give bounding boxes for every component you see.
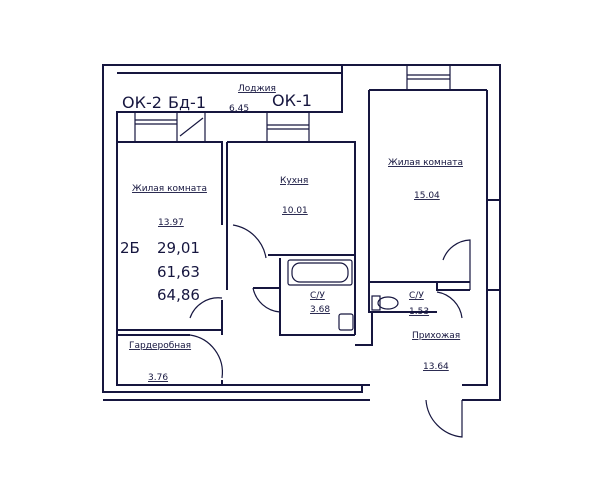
living-room-2-area: 15.04 <box>414 191 440 201</box>
window-label-ok1: ОК-1 <box>272 91 312 110</box>
wardrobe-label: Гардеробная <box>129 341 191 351</box>
kitchen-area: 10.01 <box>282 206 308 216</box>
bathroom-2-label: С/У <box>409 291 424 301</box>
hallway-label: Прихожая <box>412 331 460 341</box>
walls <box>102 64 501 401</box>
total-area: 61,63 <box>157 263 200 281</box>
living-room-1-area: 13.97 <box>158 218 184 228</box>
bathroom-1-area: 3.68 <box>310 305 330 315</box>
loggia-area: 6.45 <box>229 104 249 114</box>
wardrobe-area: 3.76 <box>148 373 168 383</box>
living-room-2-label: Жилая комната <box>388 158 463 168</box>
living-area-total: 29,01 <box>157 239 200 257</box>
apartment-type: 2Б <box>120 239 140 257</box>
window-label-ok2: ОК-2 <box>122 93 162 112</box>
bathroom-1-label: С/У <box>310 291 325 301</box>
bathtub-icon <box>287 259 353 286</box>
hallway-area: 13.64 <box>423 362 449 372</box>
loggia-label: Лоджия <box>238 84 276 94</box>
toilet-icon <box>371 295 381 311</box>
bathroom-2-area: 1.53 <box>409 307 429 317</box>
kitchen-label: Кухня <box>280 176 308 186</box>
total-area-with-loggia: 64,86 <box>157 286 200 304</box>
sink-icon <box>338 313 354 331</box>
living-room-1-label: Жилая комната <box>132 184 207 194</box>
doors <box>189 224 471 438</box>
door-label-bd1: Бд-1 <box>168 93 206 112</box>
fixtures <box>287 259 399 331</box>
